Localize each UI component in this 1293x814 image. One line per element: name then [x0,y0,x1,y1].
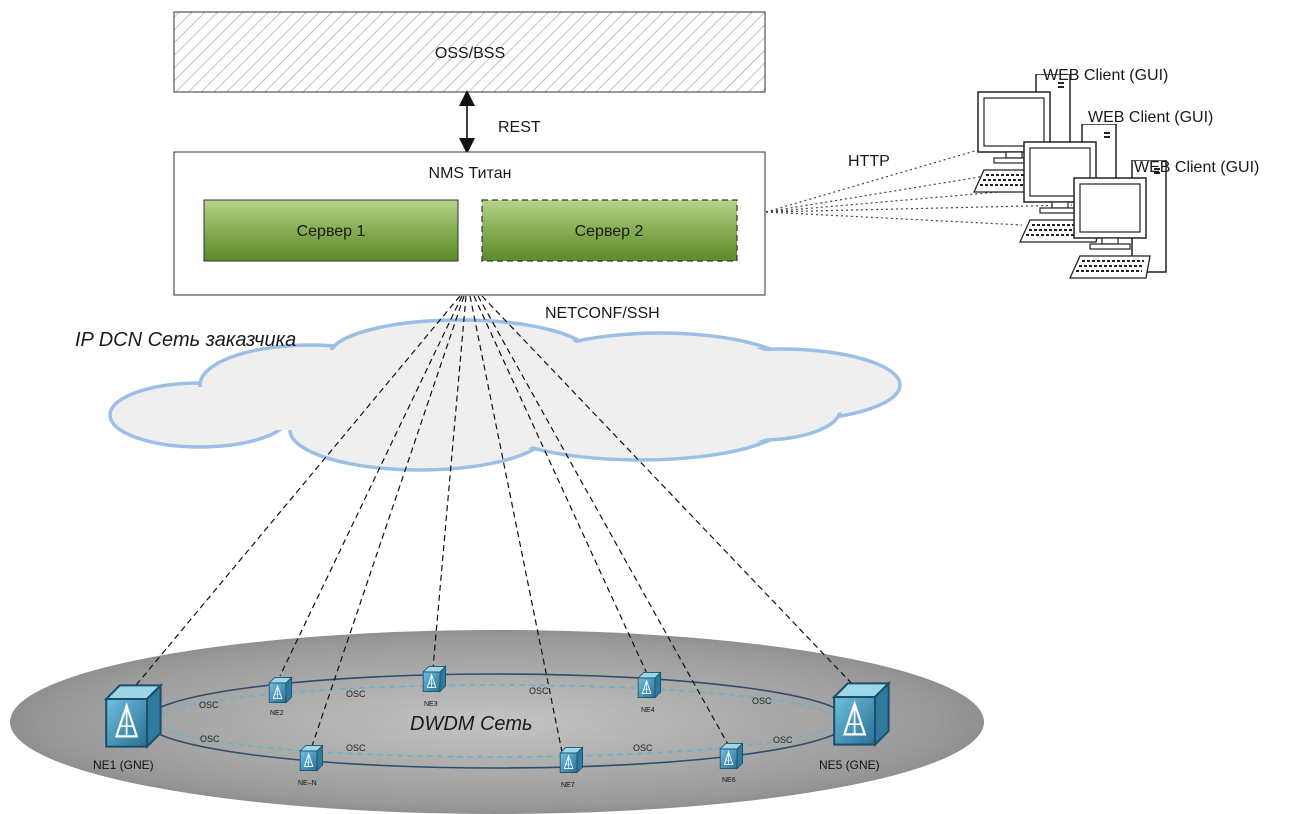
osc-label-8: OSC [773,735,793,745]
server-2-label: Сервер 2 [575,223,644,240]
nms-box: NMS Титан Сервер 1 Сервер 2 [173,151,766,296]
osc-label-4: OSC [752,696,772,706]
cloud-label: IP DCN Сеть заказчика [75,329,296,351]
node-ne6-label: NE6 [722,777,736,784]
node-ne2[interactable]: NE2 [268,676,293,717]
node-nen[interactable]: NE–N [298,744,324,787]
osc-label-2: OSC [346,689,366,699]
http-label: HTTP [848,153,890,170]
http-links [765,149,1073,226]
netconf-links [131,295,857,753]
node-ne4[interactable]: NE4 [637,671,662,714]
oss-bss-label: OSS/BSS [435,45,505,62]
node-ne3[interactable]: NE3 [422,665,447,708]
dwdm-label: DWDM Сеть [410,713,533,735]
osc-label-5: OSC [200,734,220,744]
node-ne4-label: NE4 [641,707,655,714]
rest-arrow: REST [459,90,541,154]
server-2-box [481,199,738,262]
node-ne3-label: NE3 [424,701,438,708]
dwdm-ring-area [10,630,984,814]
web-client-1: WEB Client (GUI) [973,67,1168,193]
web-client-3-label: WEB Client (GUI) [1134,159,1259,176]
node-ne6[interactable]: NE6 [719,742,744,784]
server-1-box [203,199,459,262]
web-client-3: WEB Client (GUI) [1069,159,1259,279]
oss-bss-box: OSS/BSS [173,11,766,93]
node-ne1[interactable]: NE1 (GNE) [93,684,162,772]
rest-label: REST [498,119,541,136]
osc-labels: OSC OSC OSC OSC OSC OSC OSC OSC [199,686,793,753]
web-client-2-label: WEB Client (GUI) [1088,109,1213,126]
web-client-1-label: WEB Client (GUI) [1043,67,1168,84]
netconf-label: NETCONF/SSH [545,305,660,322]
node-ne5-label: NE5 (GNE) [819,758,880,772]
web-client-2: WEB Client (GUI) [1019,109,1213,243]
node-ne7-label: NE7 [561,782,575,789]
node-ne2-label: NE2 [270,710,284,717]
server-1-label: Сервер 1 [297,223,366,240]
node-ne1-label: NE1 (GNE) [93,758,154,772]
node-ne7[interactable]: NE7 [559,746,584,789]
node-nen-label: NE–N [298,780,317,787]
node-ne5[interactable]: NE5 (GNE) [819,682,890,772]
osc-label-1: OSC [199,700,219,710]
osc-label-6: OSC [346,743,366,753]
cloud-fill [114,324,896,466]
osc-label-3: OSC [529,686,549,696]
osc-label-7: OSC [633,743,653,753]
nms-title: NMS Титан [429,165,512,182]
